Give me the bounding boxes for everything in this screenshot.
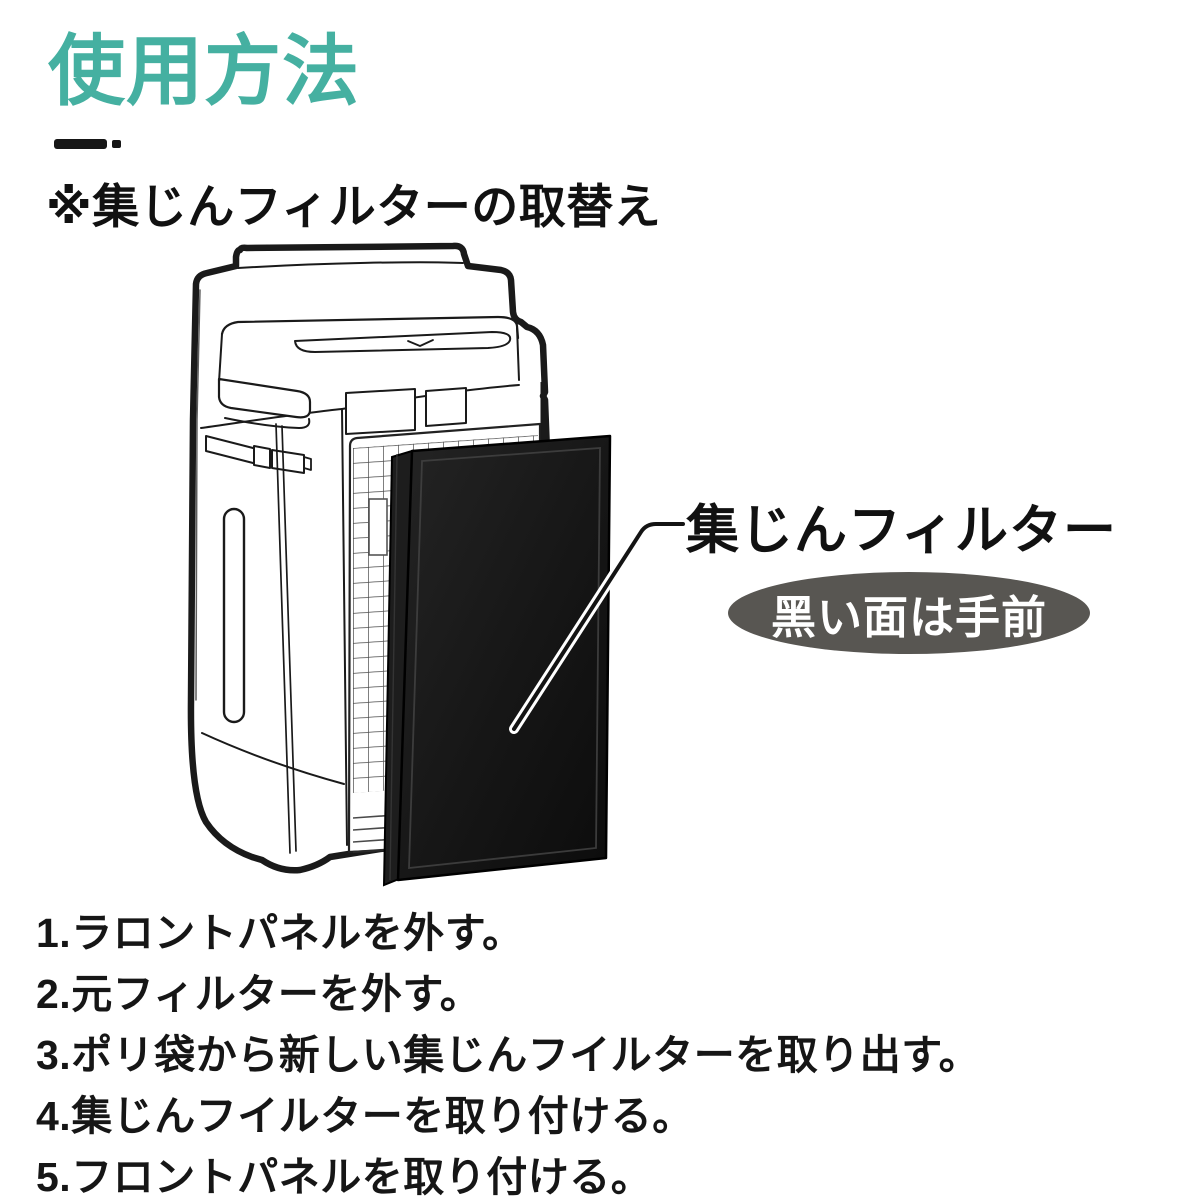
title-underline-dash (54, 139, 107, 149)
step-item-5: 5.フロントパネルを取り付ける。 (36, 1154, 653, 1200)
badge-label: 黑い面は手前 (770, 591, 1047, 643)
step-item-3: 3.ポリ袋から新しい集じんフイルターを取り出す。 (36, 1032, 981, 1078)
step-item-1: 1.ラロントパネルを外す。 (36, 910, 524, 956)
step-item-4: 4.集じんフイルターを取り付ける。 (36, 1093, 694, 1139)
filter-label: 集じんフィルター (686, 501, 1117, 560)
section-subtitle: ※集じんフィルターの取替え (46, 180, 662, 233)
steps-list: 1.ラロントパネルを外す。 2.元フィルターを外す。 3.ポリ袋から新しい集じん… (36, 903, 980, 1200)
step-item-2: 2.元フィルターを外す。 (36, 971, 482, 1017)
title-underline-dot (112, 140, 121, 148)
page-title: 使用方法 (48, 29, 360, 115)
filter-panel (382, 434, 612, 887)
black-side-front-badge: 黑い面は手前 (728, 572, 1090, 654)
filter-leader-line (509, 519, 688, 734)
